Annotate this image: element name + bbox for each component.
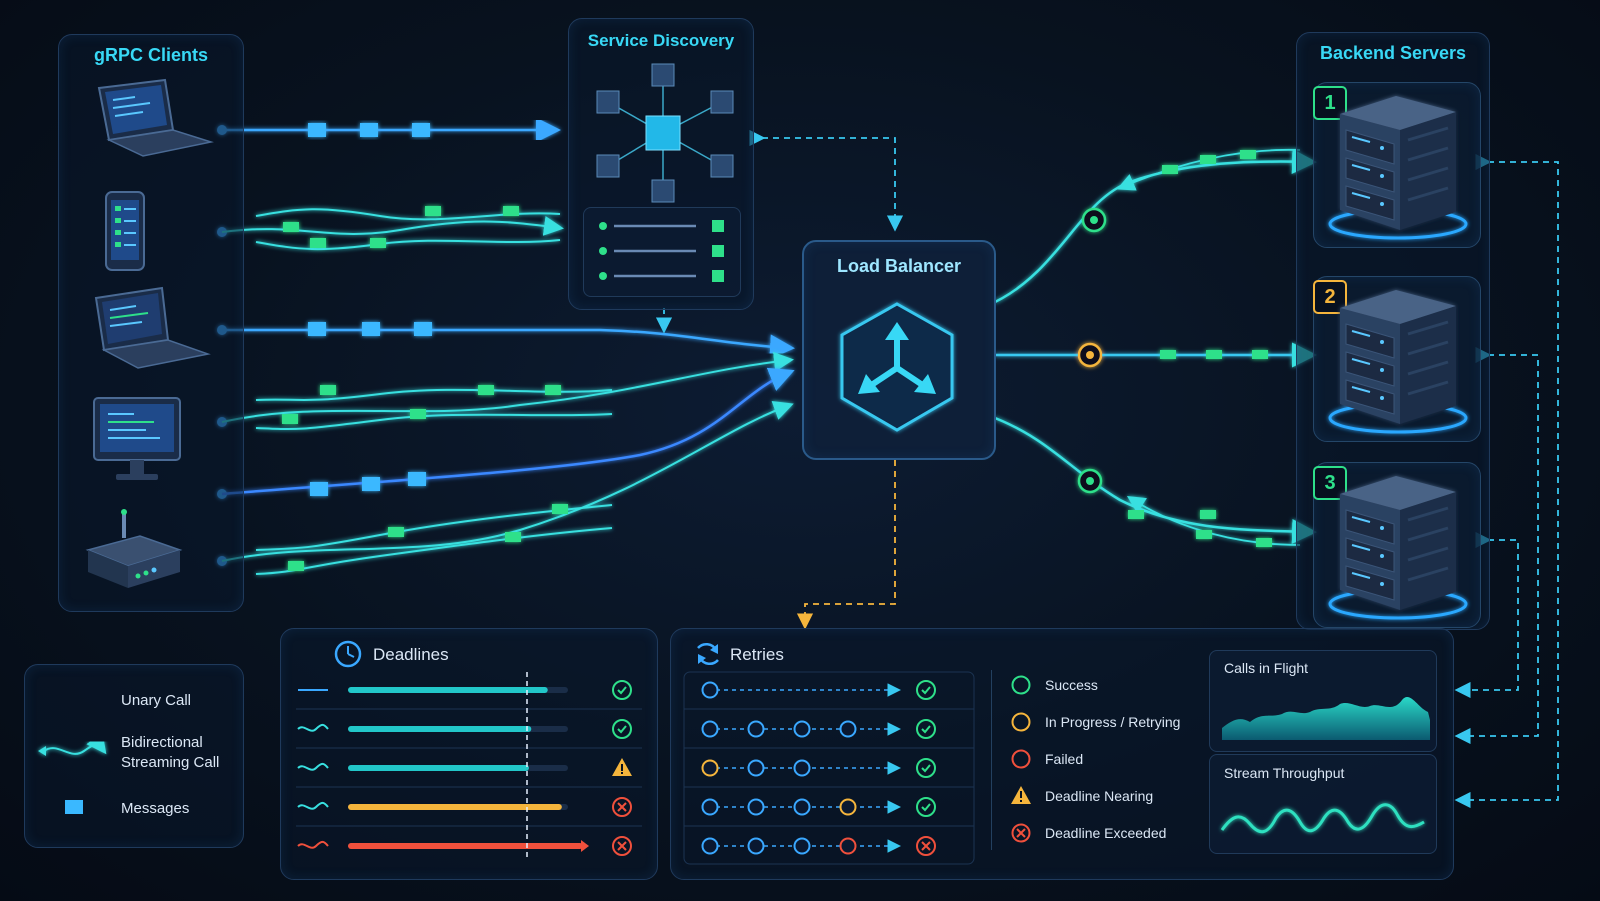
service-registry-list <box>583 207 741 297</box>
bidi-call-4 <box>217 351 794 431</box>
server-number-badge: 1 <box>1313 86 1347 120</box>
legend-panel <box>24 664 244 848</box>
legend-messages-label: Messages <box>121 800 190 817</box>
lb-server-links <box>994 148 1317 547</box>
load-balancer-panel[interactable]: Load Balancer <box>802 240 996 460</box>
load-balancer-title: Load Balancer <box>836 256 962 276</box>
status-exceeded-label: Deadline Exceeded <box>1045 825 1167 841</box>
server-number-badge: 3 <box>1313 466 1347 500</box>
calls-in-flight-title: Calls in Flight <box>1224 660 1309 676</box>
status-success-label: Success <box>1045 677 1098 693</box>
unary-call-3 <box>217 322 795 360</box>
stream-throughput-title: Stream Throughput <box>1224 765 1345 781</box>
discovery-lb-link <box>655 129 904 334</box>
legend-unary-label: Unary Call <box>121 692 192 709</box>
legend-bidi-label-1: Bidirectional <box>121 734 203 751</box>
unary-call-1 <box>217 117 561 143</box>
bidi-call-2 <box>217 206 564 251</box>
deadlines-panel <box>280 628 658 880</box>
service-discovery-panel: Service Discovery <box>568 18 754 310</box>
deadlines-title: Deadlines <box>373 645 449 664</box>
grpc-clients-title: gRPC Clients <box>93 45 208 65</box>
retries-title: Retries <box>730 645 784 664</box>
server-number-badge: 2 <box>1313 280 1347 314</box>
lb-retries-link <box>796 460 896 630</box>
backend-servers-title: Backend Servers <box>1319 43 1467 63</box>
status-progress-label: In Progress / Retrying <box>1045 714 1181 730</box>
unary-call-5 <box>217 367 795 499</box>
grpc-clients-panel: gRPC Clients <box>58 34 244 612</box>
server-metrics-links <box>1454 153 1559 809</box>
service-discovery-title: Service Discovery <box>587 31 735 50</box>
divider <box>991 670 992 850</box>
status-failed-label: Failed <box>1045 751 1084 767</box>
status-nearing-label: Deadline Nearing <box>1045 788 1154 804</box>
legend-bidi-label-2: Streaming Call <box>121 754 220 771</box>
